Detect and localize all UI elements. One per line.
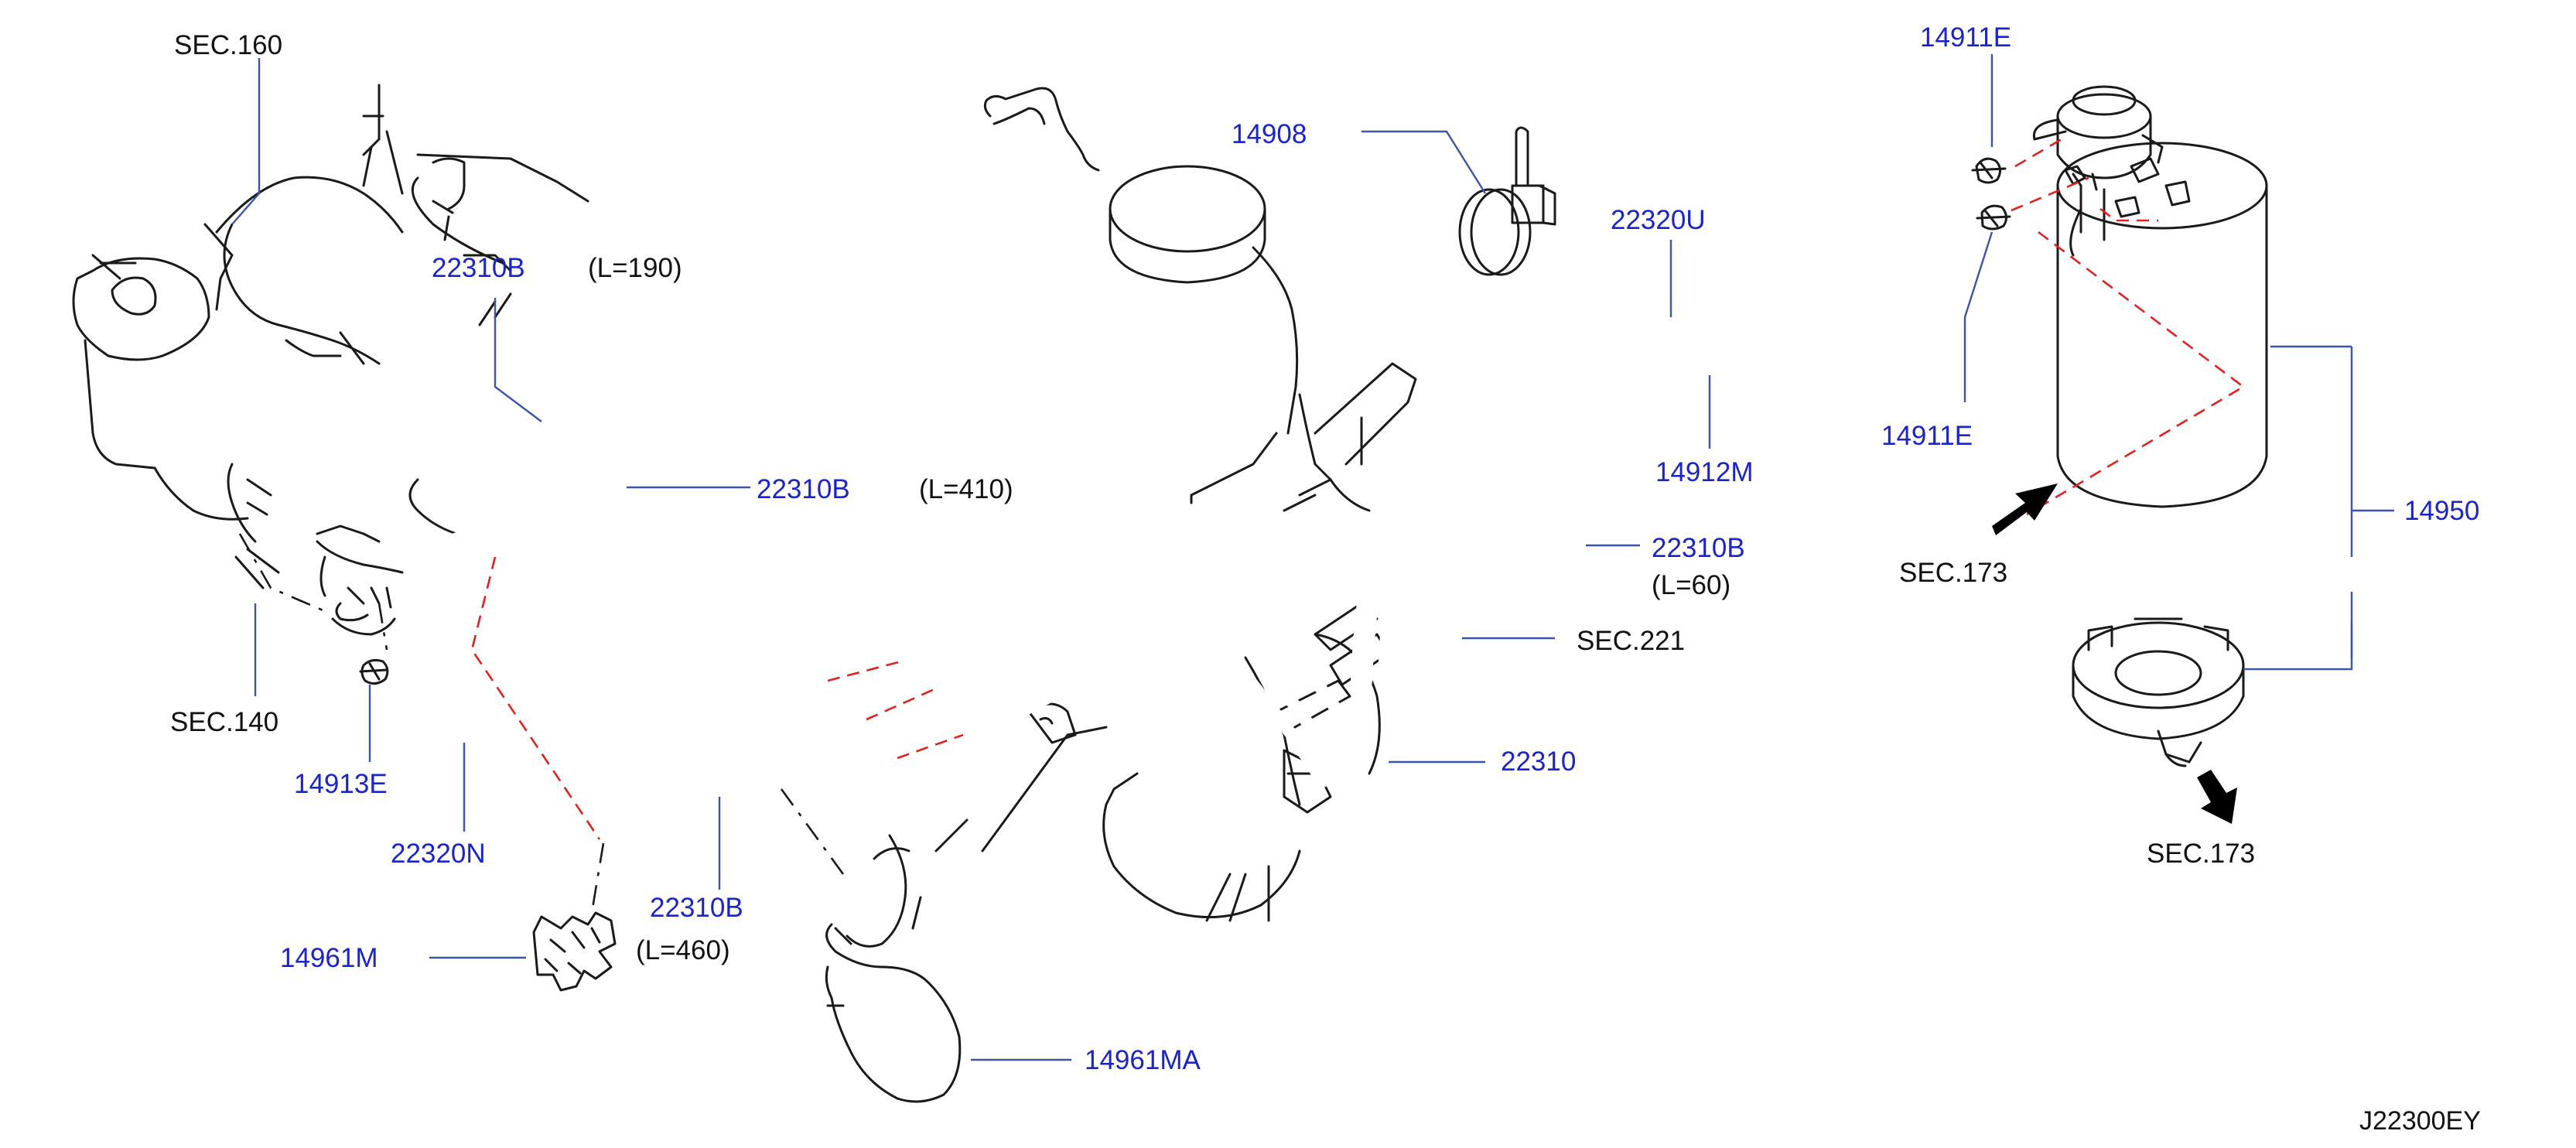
label-length-60: (L=60) — [1652, 570, 1730, 600]
labels: SEC.160 22310B (L=190) 22310B (L=410) 14… — [170, 22, 2481, 1136]
label-part-14950[interactable]: 14950 — [2404, 496, 2479, 526]
hoses — [260, 183, 1980, 804]
label-length-460: (L=460) — [636, 935, 730, 965]
lower-bracket-drawing — [825, 834, 962, 1103]
label-sec-173-lower[interactable]: SEC.173 — [2147, 839, 2255, 869]
label-part-22310b-top[interactable]: 22310B — [432, 253, 525, 283]
band-clamp-14908-drawing — [1458, 126, 1556, 276]
dashed-connections — [238, 138, 2246, 914]
arrow-to-sec173-lower — [2197, 770, 2237, 824]
line-art — [72, 84, 2268, 1103]
flow-arrows — [1992, 483, 2237, 824]
label-part-22310[interactable]: 22310 — [1501, 747, 1576, 777]
engine-outline-drawing — [72, 84, 589, 636]
diagram-reference-code: J22300EY — [2359, 1106, 2481, 1136]
label-part-22310b-right[interactable]: 22310B — [1652, 533, 1745, 563]
label-part-14913e[interactable]: 14913E — [294, 769, 388, 799]
label-part-14911e-bottom[interactable]: 14911E — [1881, 421, 1973, 451]
label-part-22320n[interactable]: 22320N — [391, 839, 486, 869]
label-sec-173-upper[interactable]: SEC.173 — [1899, 558, 2007, 588]
label-sec-221[interactable]: SEC.221 — [1577, 626, 1685, 656]
label-part-22310b-mid[interactable]: 22310B — [757, 474, 850, 504]
label-part-22310b-bottom[interactable]: 22310B — [650, 893, 743, 923]
drain-filter-drawing — [2072, 617, 2245, 767]
clip-14961m-drawing — [532, 911, 617, 992]
label-length-190: (L=190) — [588, 253, 682, 283]
label-part-22320u[interactable]: 22320U — [1611, 205, 1706, 235]
label-part-14911e-top[interactable]: 14911E — [1920, 22, 2011, 53]
label-sec-160[interactable]: SEC.160 — [174, 30, 282, 60]
clamp-14913e-drawing — [359, 658, 389, 685]
arrow-to-sec173-upper — [1992, 483, 2058, 535]
filler-cap-drawing — [983, 87, 1417, 512]
label-part-14912m[interactable]: 14912M — [1655, 457, 1753, 487]
label-part-14908[interactable]: 14908 — [1232, 119, 1307, 149]
canister-14950-drawing — [2032, 85, 2268, 508]
label-sec-140[interactable]: SEC.140 — [170, 707, 278, 737]
label-part-14961ma[interactable]: 14961MA — [1085, 1045, 1201, 1075]
leader-lines — [231, 54, 2394, 1061]
label-part-14961m[interactable]: 14961M — [280, 943, 378, 973]
label-length-410: (L=410) — [919, 474, 1013, 504]
clip-14911e-drawing — [1971, 157, 2011, 231]
